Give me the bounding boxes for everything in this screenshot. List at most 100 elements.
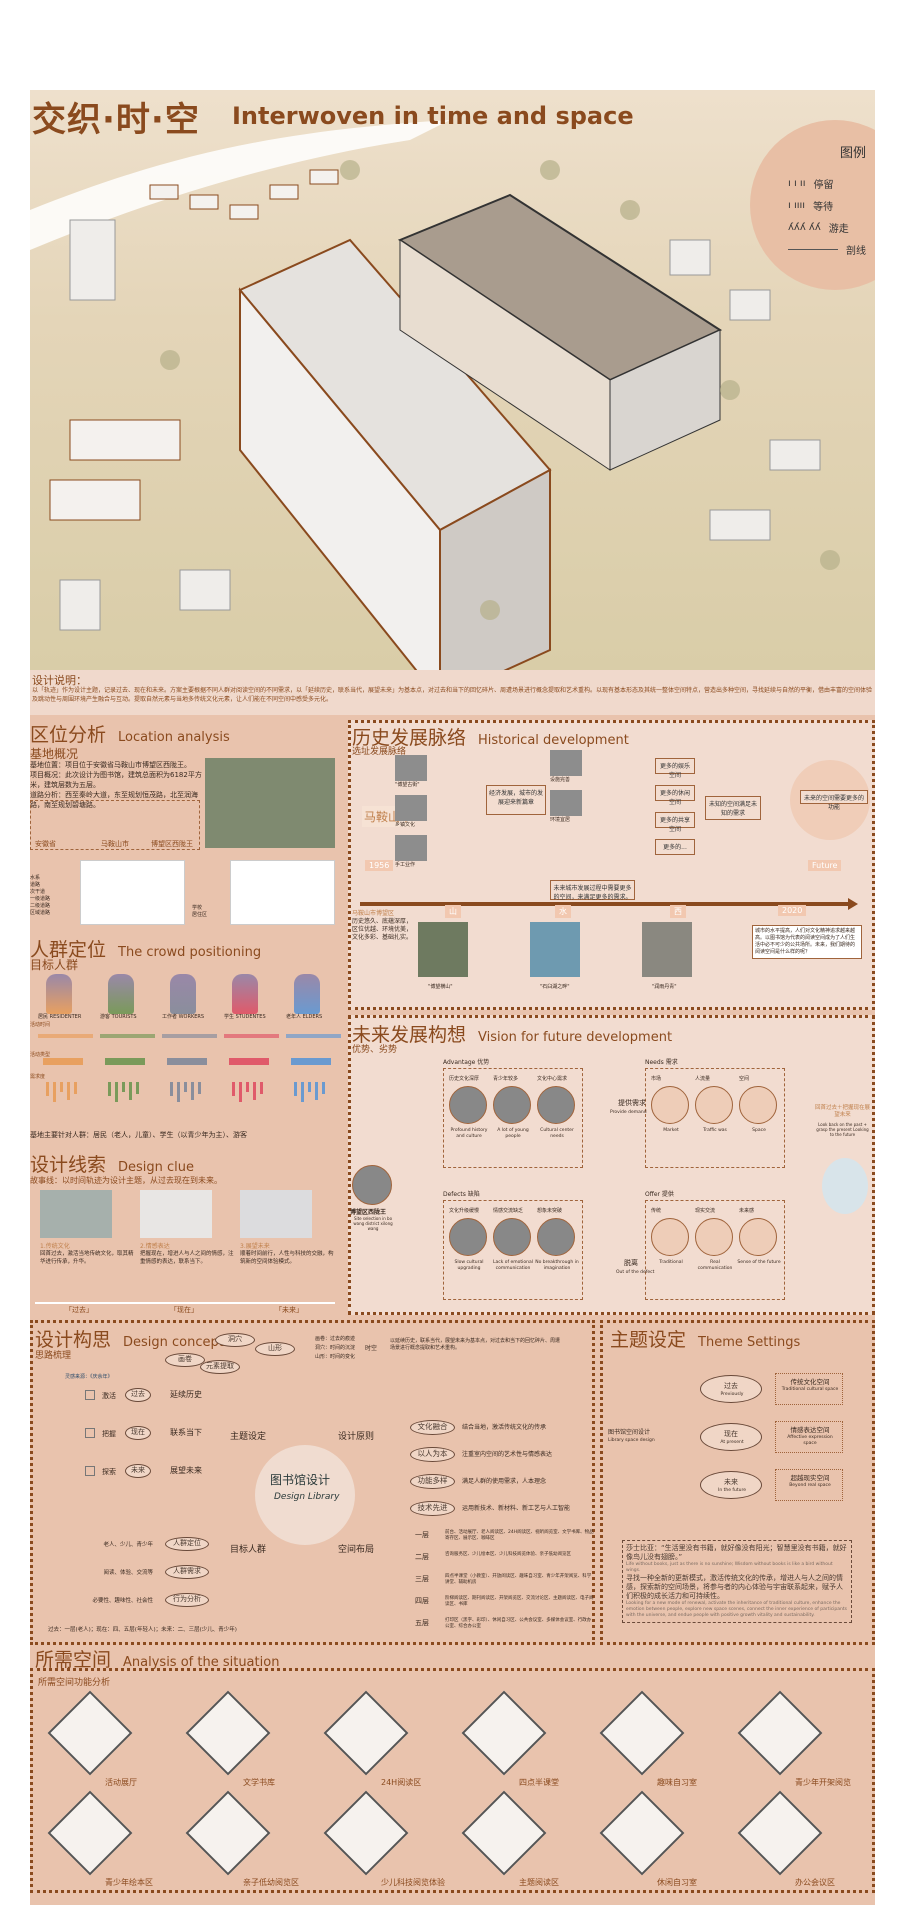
concept-sub: 思路梳理: [35, 1351, 72, 1361]
space-need-box: 更多的...: [655, 839, 695, 855]
clue-title: 2.情感表达: [140, 1243, 170, 1250]
future-need-box: 未来的空间需要更多的功能: [800, 790, 868, 811]
space-label: 休闲自习室: [657, 1878, 697, 1887]
vision-item-en: Real communication: [697, 1260, 733, 1271]
theme-time-en: At present: [720, 1440, 744, 1445]
vision-photo: [493, 1218, 531, 1256]
vision-group-box: [645, 1068, 785, 1168]
time-result: 联系当下: [170, 1428, 202, 1437]
map2-legend: 学校居住区: [192, 905, 208, 918]
floor-label: 五层: [415, 1619, 429, 1627]
provide-label: 提供需求: [618, 1099, 646, 1107]
legend-title: 图例: [840, 146, 867, 161]
unknown-box: 未知的空间满足未知的需求: [705, 796, 761, 820]
vision-item-cn: 未来感: [739, 1208, 755, 1214]
location-sub: 基地概况: [30, 747, 79, 761]
aerial-illustration: [30, 120, 840, 670]
demand-bar: [74, 1082, 77, 1094]
poster: 交织·时·空 Interwoven in time and space 图例 ı…: [30, 90, 875, 1905]
vision-photo: [449, 1086, 487, 1124]
theme-space-box: [775, 1373, 843, 1405]
site-label: 博望区西陇王: [350, 1209, 387, 1216]
demand-bar: [191, 1082, 194, 1100]
element-oval: 洞穴: [215, 1333, 255, 1347]
activity-time-bar: [286, 1034, 341, 1038]
demand-bar: [184, 1082, 187, 1092]
crowd-group-label: 工作者 WORKERS: [162, 1014, 205, 1020]
crowd-summary: 基地主要针对人群：居民（老人，儿童）、学生（以青少年为主）、游客: [30, 1131, 247, 1139]
photo-caption: 设施完善: [550, 777, 571, 783]
future-photo: [822, 1158, 868, 1214]
person-icon: ı ı ıı: [788, 178, 806, 189]
theme-time-en: In the future: [718, 1488, 746, 1493]
vision-item-cn: 市场: [651, 1076, 662, 1082]
activity-type-icons: [229, 1058, 269, 1065]
time-result: 延续历史: [170, 1390, 202, 1399]
clue-image: [40, 1190, 112, 1238]
floor-text: 咨询服务区、少儿绘本区、少儿科技阅览体验、亲子低幼阅览区: [445, 1552, 571, 1557]
clue-title: 1.传统文化: [40, 1243, 70, 1250]
vision-item-cn: 文化升级缓慢: [449, 1208, 480, 1214]
clue-text: 把握现在，增进人与人之间的情感，注重情感的表达，联系当下。: [140, 1251, 234, 1265]
clue-text: 顺着时间前行，人性与科技的交融，构筑新的空间体验模式。: [240, 1251, 334, 1265]
location-text: 基地位置：项目位于安徽省马鞍山市博望区西陇王。项目概况：此次设计为图书馆，建筑总…: [30, 761, 202, 809]
time-oval: 过去: [125, 1388, 151, 1402]
vision-group-box: [645, 1200, 785, 1300]
clue-text: 回首过去，激活当地传统文化，取其精华进行传承，升华。: [40, 1251, 134, 1265]
econ-box: 经济发展，城市的发展迎来新篇章: [486, 785, 546, 815]
center-circle: [255, 1445, 355, 1545]
demand-bar: [60, 1082, 63, 1092]
photo-caption: 手工业作: [395, 862, 416, 868]
demand-bar: [177, 1082, 180, 1102]
floor-label: 一层: [415, 1531, 429, 1539]
branch-label: 空间布局: [338, 1545, 375, 1555]
crowd-item: 老人、少儿、青少年: [103, 1542, 153, 1548]
demand-bar: [129, 1082, 132, 1100]
floor-text: 前台、活动展厅、老人阅读区、24H阅读区、视听阅览室、文学书库、物品寄存区、展示…: [445, 1530, 594, 1541]
crowd-group-label: 居民 RESIDENTER: [38, 1014, 82, 1020]
title-cn: 交织·时·空: [32, 100, 200, 140]
vision-photo: [493, 1086, 531, 1124]
timeline-label: 「过去」: [65, 1306, 93, 1314]
year-marker: 西: [670, 905, 686, 918]
space-label: 文学书库: [243, 1778, 275, 1787]
vision-group-label: Advantage 优势: [443, 1059, 490, 1066]
analysis-sub: 所需空间功能分析: [38, 1678, 111, 1688]
person-figure: [108, 974, 134, 1014]
vision-item-cn: 文化中心需求: [537, 1076, 568, 1082]
vision-item-cn: 空间: [739, 1076, 750, 1082]
demand-bar: [301, 1082, 304, 1102]
principle-oval: 以人为本: [410, 1447, 455, 1462]
vision-icon: [739, 1218, 777, 1256]
demand-bar: [322, 1082, 325, 1094]
crowd-item: 必要性、趣味性、社会性: [92, 1598, 153, 1604]
theme-space: 超越现实空间: [790, 1474, 830, 1482]
space-label: 青少年绘本区: [105, 1878, 153, 1887]
demand-bar: [294, 1082, 297, 1096]
landscape-caption: "润雨丹青": [652, 984, 677, 990]
photo-caption: 乡镇文化: [395, 822, 416, 828]
vision-item-en: No breakthrough in imagination: [535, 1260, 579, 1271]
theme-time-oval: 过去: [700, 1375, 762, 1403]
activity-type-icons: [291, 1058, 331, 1065]
person-figure: [232, 974, 258, 1014]
vision-item-en: Traditional: [659, 1260, 683, 1265]
floor-text: 四点半课堂（小教室）、开放阅读区、趣味自习室、青少年开架阅览、科学讲堂、辅助机房: [445, 1574, 592, 1585]
row-label: 需求度: [30, 1074, 46, 1080]
element-note: 洞穴：时间的沉淀: [315, 1345, 356, 1351]
site-label-en: Site selection in bo wang district xilon…: [353, 1216, 393, 1231]
activity-type-icons: [167, 1058, 207, 1065]
floor-text: 打印区（黑字、彩印）、休闲自习区、公共会议室、多媒体会议室、行政办公室、综合办公…: [445, 1618, 592, 1629]
history-sub: 选址发展脉络: [352, 747, 407, 757]
future-text: 城市的水平提高，人们对文化精神追求越来越高。以图书馆为代表的阅读空间成为了人们生…: [752, 925, 862, 959]
floor-label: 三层: [415, 1575, 429, 1583]
timeline-label: 「现在」: [170, 1306, 198, 1314]
activity-time-bar: [100, 1034, 155, 1038]
escape-label: 脱离: [624, 1259, 638, 1267]
vision-item-en: Lack of emotional communication: [492, 1260, 534, 1271]
